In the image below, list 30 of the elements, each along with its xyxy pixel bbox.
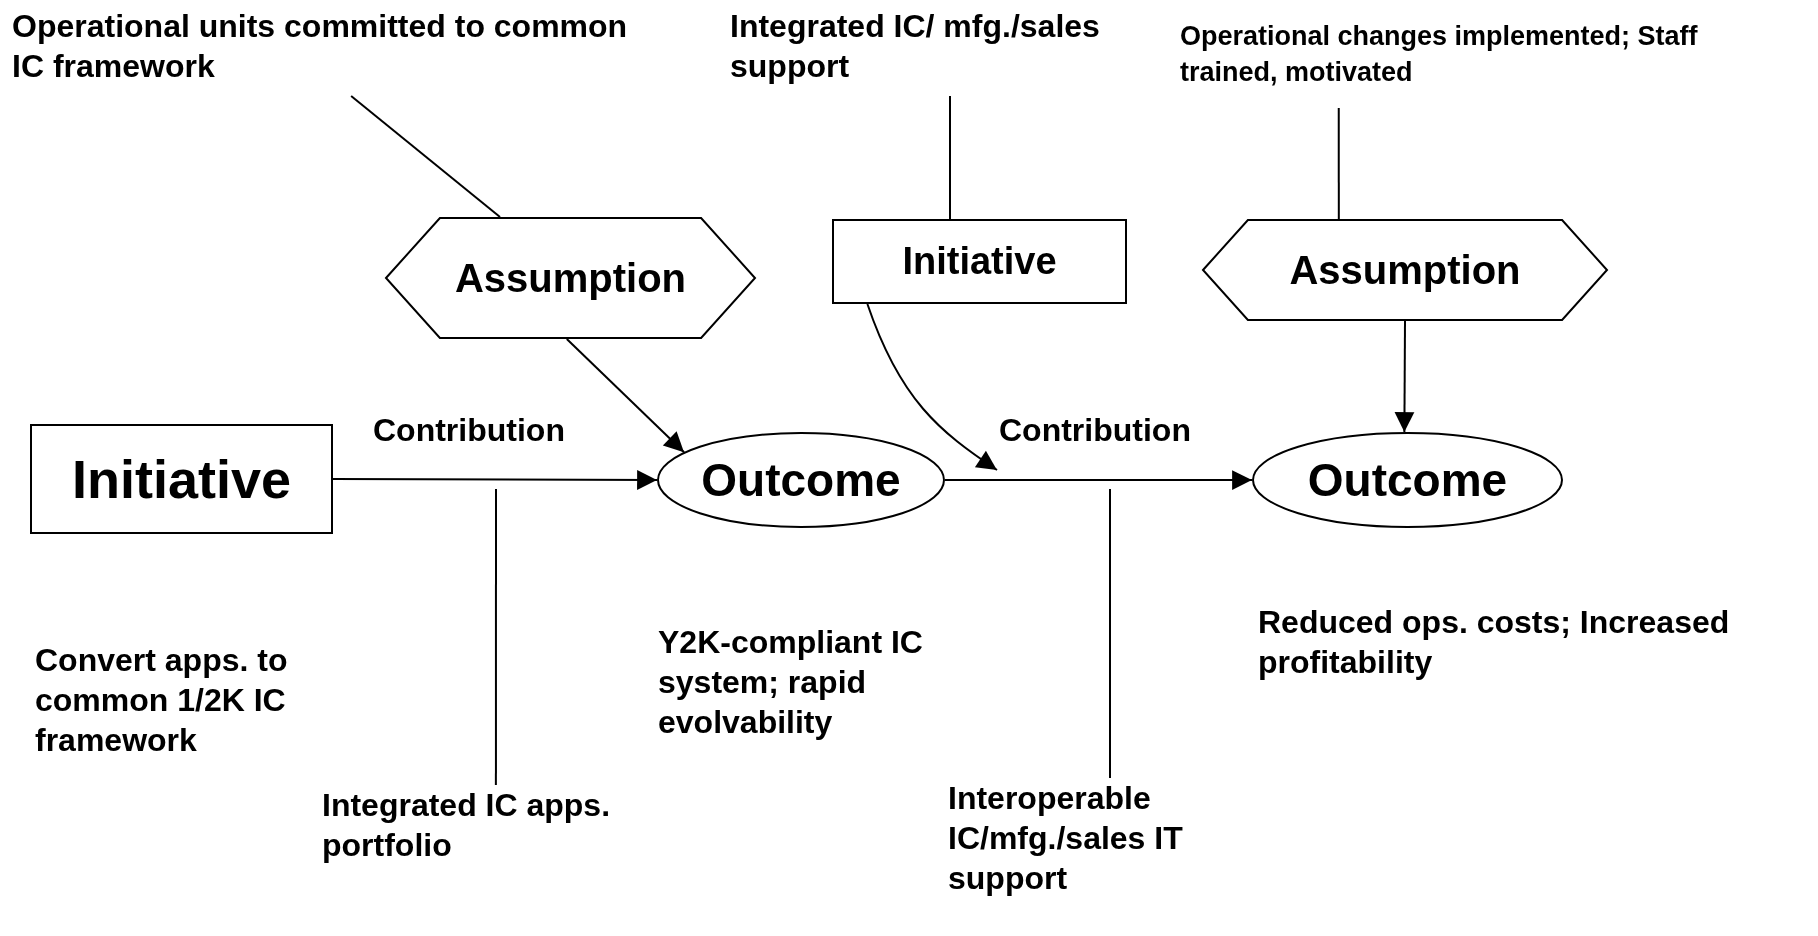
initiative-box [30,424,333,534]
node-label: Assumption [454,255,687,301]
node-label: Assumption [1289,247,1521,293]
outcome-ellipse [1252,432,1563,528]
annotation-text: Y2K-compliant IC system; rapid evolvability [658,623,924,742]
arrow [332,470,658,490]
annotation-text: Integrated IC/ mfg./sales support [730,7,1101,86]
leader-line [949,95,951,220]
assumption-hexagon [1202,219,1608,321]
leader-line [494,488,497,786]
leader-line [1337,107,1340,220]
arrow [866,303,998,471]
arrow [1394,320,1415,433]
node-label: Initiative [902,240,1057,283]
node-label: Initiative [71,448,292,510]
node-label: Outcome [1307,453,1508,507]
annotation-text: Reduced ops. costs; Increased profitability [1258,603,1731,682]
annotation-text: Integrated IC apps. portfolio [322,786,612,865]
annotation-text: Operational changes implemented; Staff trained, motivated [1180,20,1699,89]
annotation-text: Operational units committed to common IC framework [12,7,629,86]
leader-line [1109,488,1111,779]
annotation-text: Interoperable IC/mfg./sales IT support [948,779,1184,898]
outcome-ellipse [657,432,945,528]
leader-line [350,95,501,218]
arrow [944,470,1253,490]
node-label: Outcome [701,453,901,507]
arrow [565,338,686,454]
annotation-text: Convert apps. to common 1/2K IC framework [35,641,289,760]
initiative-box [832,219,1127,304]
assumption-hexagon [385,217,756,339]
